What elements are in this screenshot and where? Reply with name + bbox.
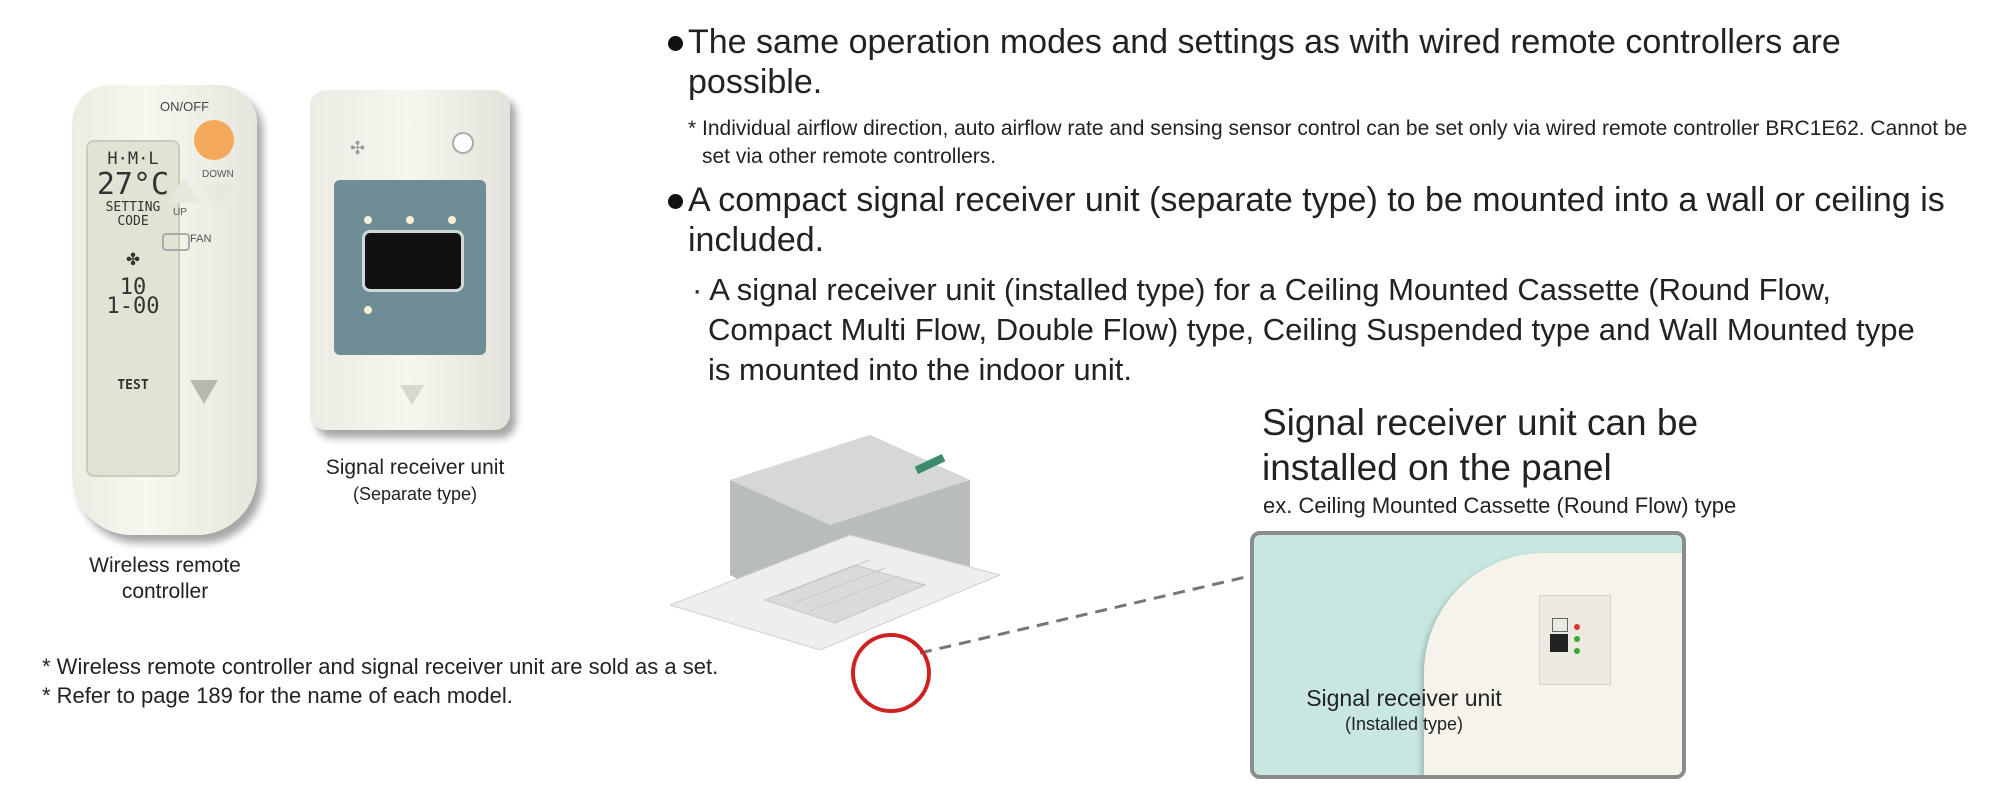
receiver-display	[1550, 634, 1568, 652]
indicator-lamp-icon	[1574, 648, 1580, 654]
wireless-remote-image: H·M·L 27°C SETTING CODE ✤ 10 1-00 TEST O…	[72, 85, 257, 535]
footnote: * Wireless remote controller and signal …	[42, 654, 719, 679]
fan-label: FAN	[190, 233, 212, 245]
up-button-icon	[168, 177, 200, 203]
receiver-sensor-icon	[1552, 618, 1568, 632]
panel-heading: Signal receiver unit can be installed on…	[1262, 402, 1699, 488]
receiver-separate-subtitle: (Separate type)	[352, 484, 478, 504]
remote-screen-line: 27°C	[96, 167, 170, 202]
receiver-separate-image: ✣	[310, 90, 510, 430]
receiver-display	[362, 230, 464, 292]
remote-screen-line: 10	[119, 275, 147, 300]
remote-caption: Wireless remote controller	[89, 554, 241, 603]
installed-type-note: · A signal receiver unit (installed type…	[692, 272, 1915, 387]
down-label: DOWN	[202, 169, 234, 180]
brand-logo-icon	[190, 380, 218, 404]
bullet-icon	[668, 194, 683, 209]
down-button-icon	[202, 185, 234, 211]
up-label: UP	[173, 207, 187, 218]
feature-bullet-2: A compact signal receiver unit (separate…	[688, 181, 1945, 259]
remote-test-label: TEST	[117, 378, 149, 393]
remote-screen-line: SETTING	[105, 200, 161, 215]
leader-dashed-line	[920, 574, 1251, 655]
installed-receiver-caption: Signal receiver unit (Installed type)	[1284, 685, 1524, 737]
remote-lcd-screen: H·M·L 27°C SETTING CODE ✤ 10 1-00 TEST	[86, 140, 180, 477]
indicator-lamp-icon	[1574, 636, 1580, 642]
ceiling-cassette-image	[670, 435, 1000, 651]
installed-receiver-module	[1539, 595, 1611, 685]
footnotes: * Wireless remote controller and signal …	[42, 652, 718, 710]
panel-example: ex. Ceiling Mounted Cassette (Round Flow…	[1263, 493, 1737, 518]
receiver-separate-title: Signal receiver unit	[325, 456, 505, 479]
indicator-lamp-icon	[1574, 624, 1580, 630]
receiver-button-icon	[452, 132, 474, 154]
indicator-lamp-icon	[364, 306, 372, 314]
footnote: * Refer to page 189 for the name of each…	[42, 683, 513, 708]
receiver-fan-icon: ✣	[350, 138, 366, 158]
bullet-icon	[668, 36, 683, 51]
fan-button	[162, 233, 190, 251]
receiver-panel	[334, 180, 486, 355]
indicator-lamp-icon	[448, 216, 456, 224]
onoff-label: ON/OFF	[160, 99, 210, 114]
fan-icon: ✤	[126, 246, 140, 271]
installed-receiver-title: Signal receiver unit	[1306, 685, 1502, 711]
feature-bullet-1: The same operation modes and settings as…	[688, 23, 1841, 101]
onoff-button	[194, 120, 234, 160]
installed-receiver-inset: Signal receiver unit (Installed type)	[1250, 531, 1686, 779]
indicator-lamp-icon	[406, 216, 414, 224]
airflow-note: * Individual airflow direction, auto air…	[688, 117, 1968, 168]
remote-screen-line: 1-00	[106, 294, 160, 319]
receiver-separate-caption: Signal receiver unit (Separate type)	[285, 455, 545, 507]
highlight-circle	[851, 633, 931, 713]
remote-screen-line: H·M·L	[107, 149, 159, 169]
installed-receiver-subtitle: (Installed type)	[1344, 714, 1464, 734]
brand-logo-icon	[400, 385, 424, 405]
remote-screen-line: CODE	[117, 214, 149, 229]
indicator-lamp-icon	[364, 216, 372, 224]
